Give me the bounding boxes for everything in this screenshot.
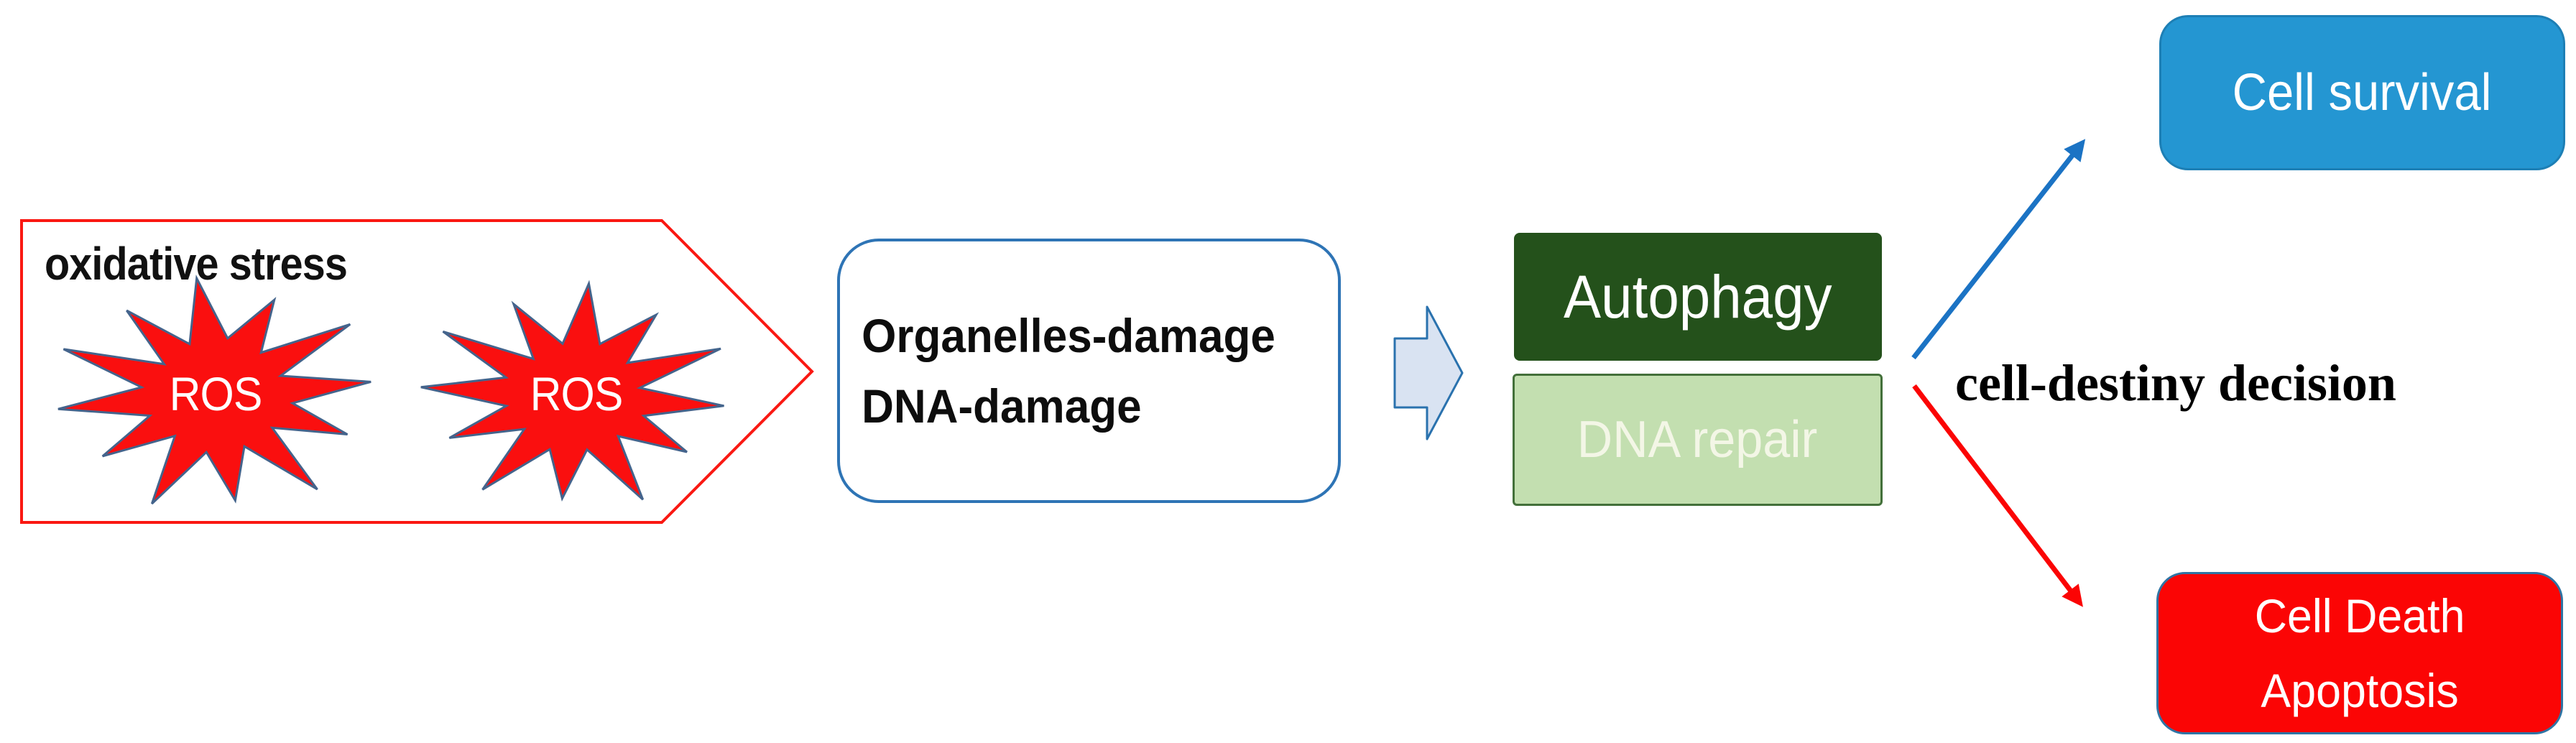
death-arrow xyxy=(1912,384,2083,607)
cell-survival-label: Cell survival xyxy=(2233,64,2492,121)
dna-damage-label: DNA-damage xyxy=(862,379,1142,433)
ros-label-1: ROS xyxy=(169,367,263,420)
autophagy-box: Autophagy xyxy=(1514,233,1882,361)
ros-starburst-1 xyxy=(57,274,371,505)
ros-starburst-2 xyxy=(420,280,724,502)
dna-repair-label: DNA repair xyxy=(1577,411,1818,469)
cell-death-box: Cell Death Apoptosis xyxy=(2156,572,2563,734)
cell-destiny-decision-label: cell-destiny decision xyxy=(1955,354,2396,412)
organelles-damage-label: Organelles-damage xyxy=(862,309,1275,362)
flow-right-arrow-shape xyxy=(1393,305,1464,440)
survival-arrow xyxy=(1911,139,2086,360)
apoptosis-label: Apoptosis xyxy=(2261,664,2459,717)
cell-death-label: Cell Death xyxy=(2254,589,2465,642)
ros-label-2: ROS xyxy=(530,367,624,420)
dna-repair-box: DNA repair xyxy=(1513,374,1883,506)
damage-box: Organelles-damage DNA-damage xyxy=(837,239,1341,503)
cell-death-text: Cell Death Apoptosis xyxy=(2255,578,2465,728)
oxidative-stress-label: oxidative stress xyxy=(45,238,348,290)
autophagy-label: Autophagy xyxy=(1564,262,1832,331)
cell-survival-box: Cell survival xyxy=(2159,15,2565,170)
damage-box-text: Organelles-damage DNA-damage xyxy=(840,300,1275,441)
